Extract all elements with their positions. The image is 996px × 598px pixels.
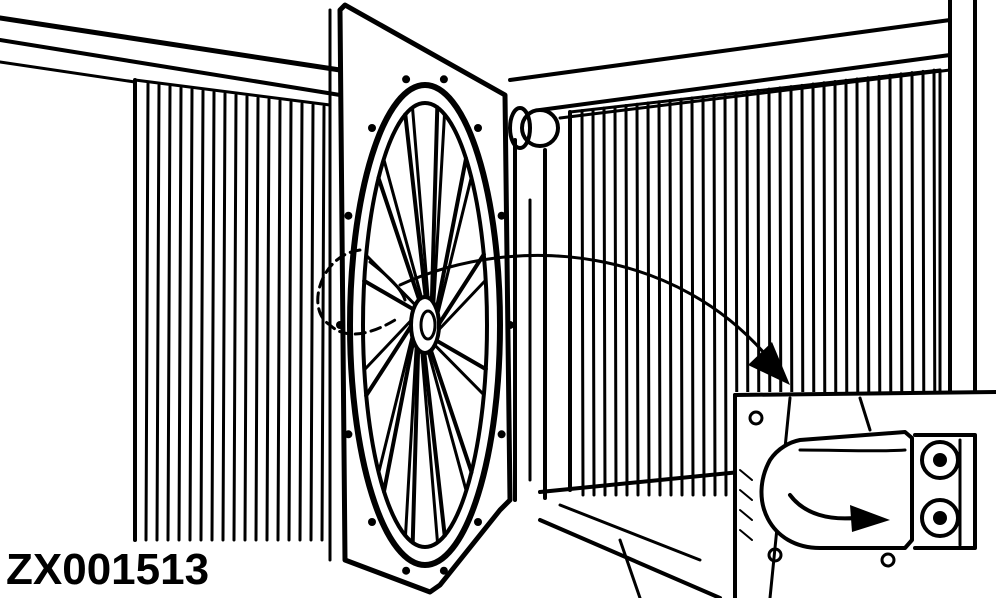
radiator-fin xyxy=(701,95,706,497)
radiator-fin xyxy=(646,101,651,497)
radiator-fin xyxy=(221,92,227,542)
shroud-bolt xyxy=(344,430,353,439)
shroud-bolt xyxy=(497,211,506,220)
fan-blade xyxy=(428,346,474,474)
radiator-fin xyxy=(580,109,585,497)
fan-blade xyxy=(432,337,488,372)
shroud-bolt xyxy=(368,124,376,132)
radiator-fin xyxy=(298,102,304,542)
fan-blade-edge xyxy=(377,329,415,475)
shroud-bolt xyxy=(402,566,411,575)
radiator-fin xyxy=(591,107,596,497)
shroud-bolt xyxy=(439,75,448,84)
radiator-fin xyxy=(188,87,194,542)
radiator-fin xyxy=(243,95,249,542)
shroud-bolt xyxy=(439,566,448,575)
figure-code-label: ZX001513 xyxy=(4,546,214,594)
center-support xyxy=(508,106,560,502)
radiator-fin xyxy=(309,103,315,542)
radiator-fin xyxy=(320,105,326,542)
detail-circle xyxy=(316,248,407,336)
curved-arrow-icon xyxy=(788,493,890,532)
radiator-fin xyxy=(635,102,640,497)
fan-blade xyxy=(422,348,447,538)
radiator-fin xyxy=(210,90,216,542)
fan-blade-edge xyxy=(382,157,424,302)
fan-blade xyxy=(382,334,417,494)
fan-blade xyxy=(364,321,415,398)
fan-blade-edge xyxy=(435,175,473,321)
fan-blade-edge xyxy=(420,348,439,544)
fan-blade-edge xyxy=(411,106,430,302)
radiator-fin xyxy=(166,85,172,542)
shroud-bolt xyxy=(497,430,506,439)
radiator-fin xyxy=(723,92,728,497)
lower-brace xyxy=(538,468,762,598)
shroud-bolt xyxy=(344,211,353,220)
radiator-fin xyxy=(177,86,183,542)
shroud-bolt xyxy=(474,518,482,526)
radiator-core-left xyxy=(133,78,332,542)
fan-blade-edge xyxy=(431,342,486,397)
radiator-fin xyxy=(254,96,260,542)
fan-blade xyxy=(362,278,418,313)
radiator-fin xyxy=(276,99,282,542)
radiator-fin xyxy=(287,100,293,542)
fan-blade xyxy=(435,252,486,329)
shroud-bolt xyxy=(402,75,411,84)
shroud-bolt xyxy=(474,124,482,132)
radiator-fin xyxy=(232,93,238,542)
fan-blade-edge xyxy=(435,278,488,334)
detail-inset xyxy=(733,390,996,598)
radiator-fin xyxy=(679,97,684,497)
fan-blade-edge xyxy=(426,348,468,493)
fan-blade-edge xyxy=(362,316,415,372)
radiator-fin xyxy=(199,89,205,542)
fan-blade xyxy=(433,156,468,316)
radiator-fin xyxy=(624,104,629,497)
fan-blade-edge xyxy=(432,112,446,309)
radiator-fin xyxy=(668,99,673,497)
fan-blade-edge xyxy=(404,341,418,538)
radiator-fin xyxy=(602,106,607,497)
radiator-fin xyxy=(265,97,271,542)
radiator-fin xyxy=(712,93,717,497)
shroud-bolt xyxy=(506,321,514,329)
radiator-fin xyxy=(144,82,150,542)
fan-blade xyxy=(410,344,421,545)
callout-arrow-icon xyxy=(398,254,790,385)
fan-blade xyxy=(403,112,428,302)
shroud-bolt xyxy=(368,518,376,526)
radiator-fin xyxy=(657,100,662,497)
shroud-bolt xyxy=(336,321,344,329)
radiator-fin xyxy=(613,105,618,497)
radiator-fin xyxy=(155,83,161,542)
